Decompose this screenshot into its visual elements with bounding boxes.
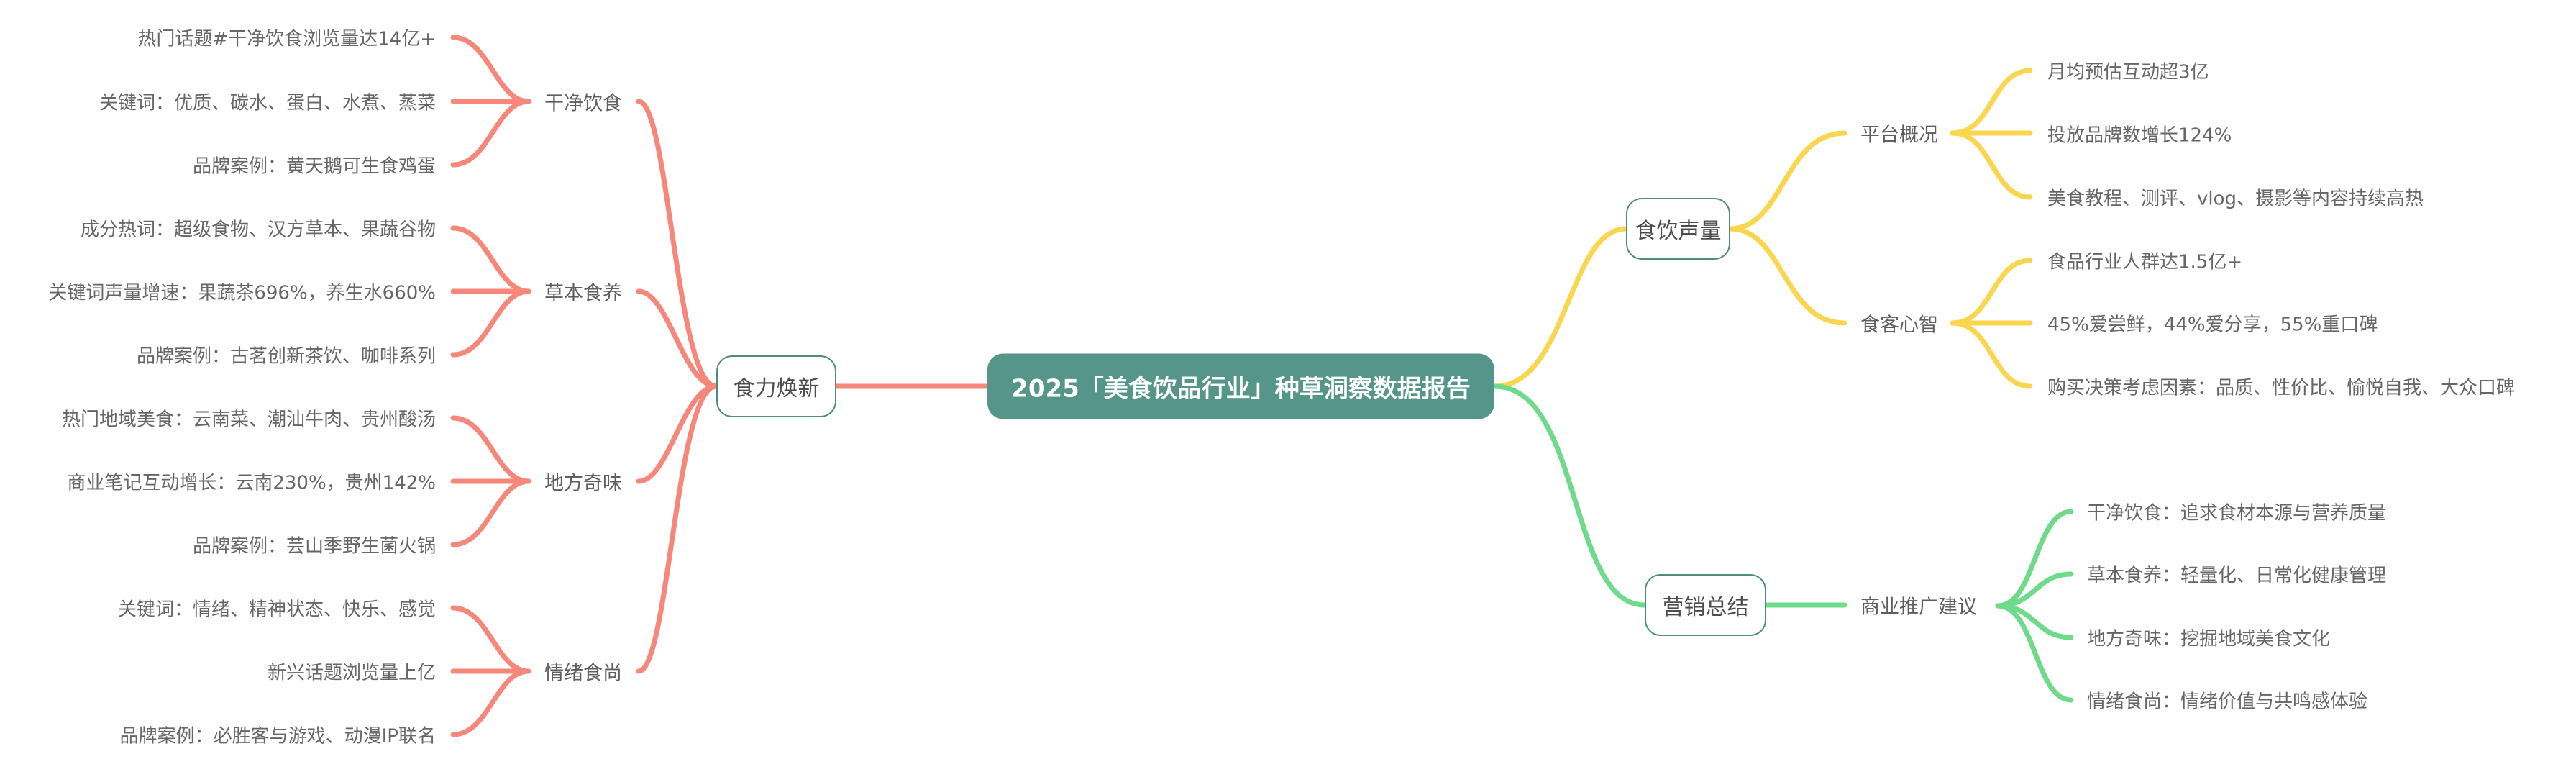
topic-shili-huanxin[interactable]: 食力焕新 xyxy=(716,355,836,417)
leaf-item[interactable]: 投放品牌数增长124% xyxy=(2047,124,2232,147)
subtopic-platform-overview[interactable]: 平台概况 xyxy=(1860,124,1938,147)
topic-food-voice[interactable]: 食饮声量 xyxy=(1626,198,1730,260)
leaf-item[interactable]: 热门地域美食：云南菜、潮汕牛肉、贵州酸汤 xyxy=(61,409,436,431)
leaf-item[interactable]: 干净饮食：追求食材本源与营养质量 xyxy=(2087,502,2387,524)
leaf-item[interactable]: 45%爱尝鲜，44%爱分享，55%重口碑 xyxy=(2047,314,2378,336)
subtopic-clean-eating[interactable]: 干净饮食 xyxy=(544,92,622,115)
leaf-item[interactable]: 情绪食尚：情绪价值与共鸣感体验 xyxy=(2087,691,2368,713)
leaf-item[interactable]: 食品行业人群达1.5亿+ xyxy=(2047,251,2243,273)
topic-label: 营销总结 xyxy=(1662,595,1749,620)
leaf-item[interactable]: 草本食养：轻量化、日常化健康管理 xyxy=(2087,565,2387,587)
leaf-item[interactable]: 关键词：优质、碳水、蛋白、水煮、蒸菜 xyxy=(99,92,436,114)
subtopic-regional-flavors[interactable]: 地方奇味 xyxy=(544,472,622,495)
subtopic-consumer-mindset[interactable]: 食客心智 xyxy=(1860,314,1938,337)
leaf-item[interactable]: 美食教程、测评、vlog、摄影等内容持续高热 xyxy=(2047,188,2424,210)
topic-label: 食饮声量 xyxy=(1635,219,1722,244)
leaf-item[interactable]: 关键词：情绪、精神状态、快乐、感觉 xyxy=(117,599,436,621)
leaf-item[interactable]: 新兴话题浏览量上亿 xyxy=(267,662,436,684)
subtopic-emotional-food[interactable]: 情绪食尚 xyxy=(544,662,622,685)
leaf-item[interactable]: 购买决策考虑因素：品质、性价比、愉悦自我、大众口碑 xyxy=(2047,377,2516,399)
leaf-item[interactable]: 月均预估互动超3亿 xyxy=(2047,61,2209,83)
leaf-item[interactable]: 品牌案例：必胜客与游戏、动漫IP联名 xyxy=(119,725,436,748)
topic-marketing-summary[interactable]: 营销总结 xyxy=(1645,574,1766,636)
leaf-item[interactable]: 关键词声量增速：果蔬茶696%，养生水660% xyxy=(48,282,436,304)
subtopic-herbal-nutrition[interactable]: 草本食养 xyxy=(544,282,622,305)
root-title: 2025「美食饮品行业」种草洞察数据报告 xyxy=(1011,374,1471,404)
leaf-item[interactable]: 品牌案例：黄天鹅可生食鸡蛋 xyxy=(192,155,436,178)
leaf-item[interactable]: 品牌案例：芸山季野生菌火锅 xyxy=(192,535,436,558)
leaf-item[interactable]: 热门话题#干净饮食浏览量达14亿+ xyxy=(137,28,436,50)
subtopic-promotion-advice[interactable]: 商业推广建议 xyxy=(1860,596,1977,619)
leaf-item[interactable]: 地方奇味：挖掘地域美食文化 xyxy=(2087,628,2331,650)
leaf-item[interactable]: 成分热词：超级食物、汉方草本、果蔬谷物 xyxy=(80,219,436,241)
leaf-item[interactable]: 品牌案例：古茗创新茶饮、咖啡系列 xyxy=(136,345,436,368)
topic-label: 食力焕新 xyxy=(733,376,820,401)
leaf-item[interactable]: 商业笔记互动增长：云南230%，贵州142% xyxy=(67,472,436,494)
root-topic[interactable]: 2025「美食饮品行业」种草洞察数据报告 xyxy=(987,353,1494,419)
